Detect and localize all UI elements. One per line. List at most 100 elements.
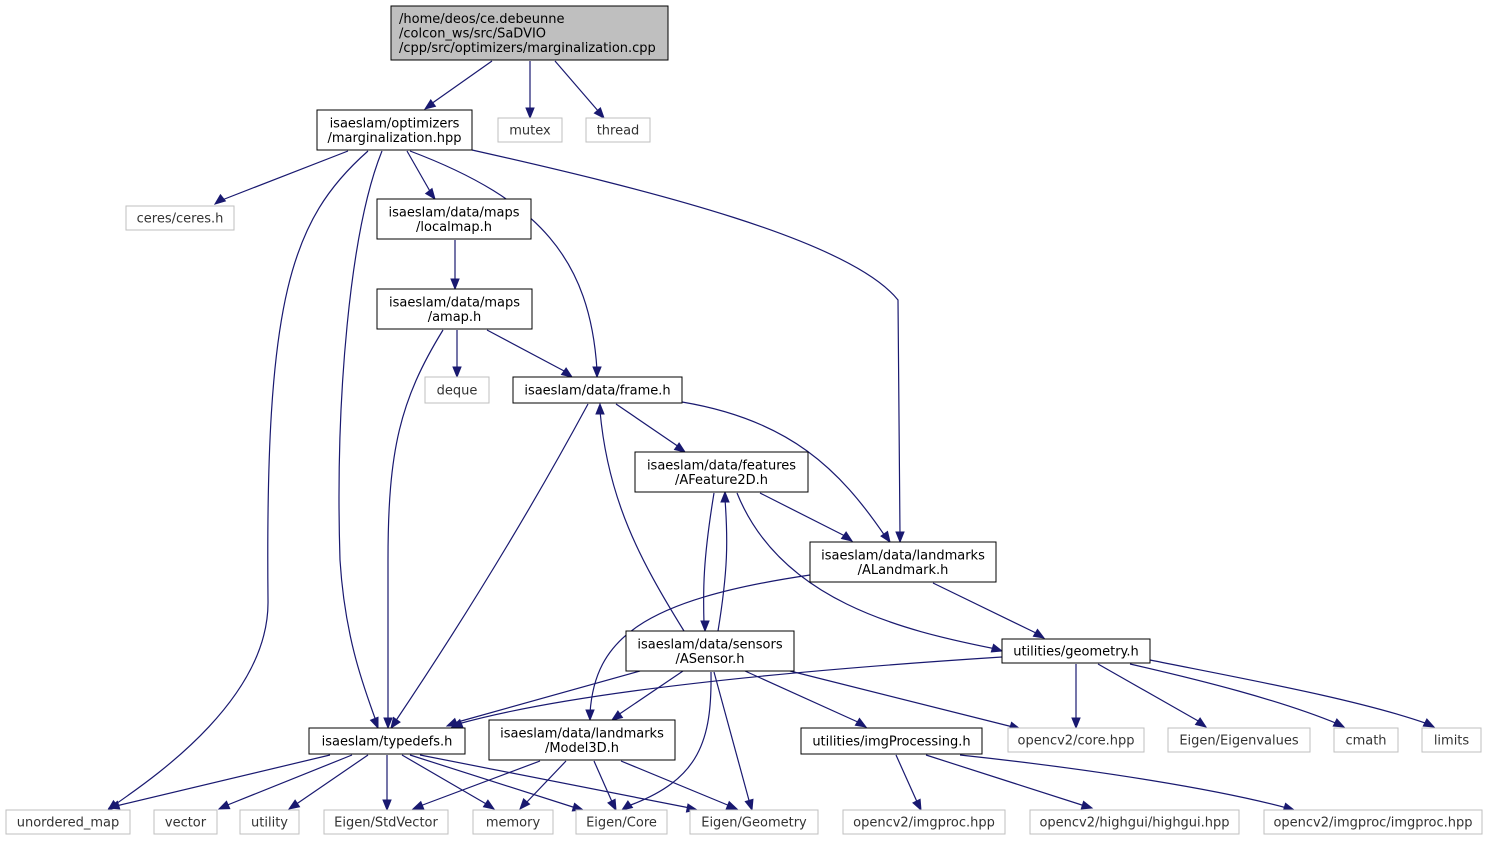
edge-asensor-to-typedefs [445,670,641,727]
node-label: isaeslam/data/landmarks [821,548,985,563]
node-label: isaeslam/data/sensors [637,637,782,652]
node-label: isaeslam/data/features [647,458,796,473]
edge-geometry-to-typedefs [450,656,1003,728]
edge-alandmark-to-geometry [932,582,1046,639]
edge-typedefs-to-eigen_geometry [419,754,699,813]
edge-alandmark-to-model3d [585,574,811,722]
node-label: /colcon_ws/src/SaDVIO [399,27,546,42]
node-vector[interactable]: vector [153,809,218,835]
node-cv-imgproc2[interactable]: opencv2/imgproc/imgproc.hpp [1263,809,1483,835]
node-unordered-map[interactable]: unordered_map [5,809,131,835]
edge-geometry-to-eigenvalues [1097,663,1208,728]
node-cv-imgproc[interactable]: opencv2/imgproc.hpp [842,809,1006,835]
node-cv-highgui[interactable]: opencv2/highgui/highgui.hpp [1029,809,1240,835]
node-label: opencv2/imgproc.hpp [853,816,995,831]
graph-edges [106,60,1436,813]
edge-typedefs-to-unordered_map [107,754,331,810]
node-label: opencv2/imgproc/imgproc.hpp [1273,816,1472,831]
node-box [585,117,651,143]
node-box [512,376,683,404]
node-box [125,205,235,231]
node-geometry[interactable]: utilities/geometry.h [1001,638,1151,664]
node-box [1029,809,1240,835]
node-label: unordered_map [17,816,120,831]
node-memory[interactable]: memory [472,809,554,835]
node-eigen-core[interactable]: Eigen/Core [575,809,668,835]
node-root: /home/deos/ce.debeunne/colcon_ws/src/SaD… [390,5,669,61]
node-cmath[interactable]: cmath [1333,727,1399,753]
node-label: /AFeature2D.h [675,473,768,488]
edge-root-to-mutex [525,61,535,120]
edge-marg_hpp-to-localmap [406,150,436,201]
node-ceres[interactable]: ceres/ceres.h [125,205,235,231]
node-box [625,630,795,672]
node-box [497,117,563,143]
node-box [472,809,554,835]
node-label: isaeslam/data/frame.h [524,384,670,399]
node-label: limits [1434,734,1470,749]
edge-asensor-to-eigen_geometry [713,671,754,812]
edge-root-to-marg_hpp [423,60,493,110]
edge-frame-to-typedefs [390,403,589,730]
node-label: /ASensor.h [675,652,744,667]
node-box [1333,727,1399,753]
edge-amap-to-deque [452,330,462,379]
node-box [323,809,449,835]
node-afeature[interactable]: isaeslam/data/features/AFeature2D.h [634,451,809,493]
edge-amap-to-typedefs [383,329,444,730]
node-box [575,809,668,835]
node-stdvector[interactable]: Eigen/StdVector [323,809,449,835]
node-imgproc-h[interactable]: utilities/imgProcessing.h [800,727,983,755]
node-amap[interactable]: isaeslam/data/maps/amap.h [376,288,533,330]
edge-typedefs-to-eigen_core [409,754,585,812]
node-box [1167,727,1311,753]
edge-model3d-to-stdvector [411,760,541,810]
node-utility[interactable]: utility [239,809,300,835]
node-label: /cpp/src/optimizers/marginalization.cpp [399,41,656,56]
edge-geometry-to-cv_core [1071,664,1081,730]
node-label: /localmap.h [416,220,492,235]
node-cv-core[interactable]: opencv2/core.hpp [1007,727,1145,753]
node-box [308,727,466,755]
node-box [376,198,532,240]
node-box [488,719,676,761]
node-box [1421,727,1482,753]
node-box [809,541,997,583]
node-localmap[interactable]: isaeslam/data/maps/localmap.h [376,198,532,240]
edge-typedefs-to-vector [217,754,353,810]
edge-typedefs-to-utility [287,754,369,810]
edge-typedefs-to-stdvector [382,755,392,812]
node-label: /marginalization.hpp [328,131,462,146]
node-box [376,288,533,330]
node-marg-hpp[interactable]: isaeslam/optimizers/marginalization.hpp [316,109,473,151]
node-typedefs[interactable]: isaeslam/typedefs.h [308,727,466,755]
node-box [1001,638,1151,664]
edge-imgproc_h-to-cv_imgproc2 [959,754,1296,812]
node-frame[interactable]: isaeslam/data/frame.h [512,376,683,404]
node-box [842,809,1006,835]
node-model3d[interactable]: isaeslam/data/landmarks/Model3D.h [488,719,676,761]
edge-marg_hpp-to-ceres [213,150,349,205]
node-deque[interactable]: deque [424,376,490,404]
node-alandmark[interactable]: isaeslam/data/landmarks/ALandmark.h [809,541,997,583]
node-box [1007,727,1145,753]
edge-root-to-thread [554,60,605,120]
node-box [634,451,809,493]
node-label: utilities/geometry.h [1013,645,1139,660]
node-label: thread [597,124,640,139]
node-box [390,5,669,61]
node-label: memory [486,816,541,831]
node-label: isaeslam/data/maps [388,205,519,220]
node-thread[interactable]: thread [585,117,651,143]
node-limits[interactable]: limits [1421,727,1482,753]
edge-marg_hpp-to-frame [409,150,602,379]
node-eigen-geometry[interactable]: Eigen/Geometry [689,809,819,835]
node-eigenvalues[interactable]: Eigen/Eigenvalues [1167,727,1311,753]
edge-model3d-to-eigen_geometry [620,760,739,810]
edge-asensor-to-frame [595,402,685,632]
edge-model3d-to-eigen_core [593,760,617,812]
node-label: /ALandmark.h [858,563,949,578]
node-asensor[interactable]: isaeslam/data/sensors/ASensor.h [625,630,795,672]
node-mutex[interactable]: mutex [497,117,563,143]
node-label: opencv2/highgui/highgui.hpp [1039,816,1229,831]
